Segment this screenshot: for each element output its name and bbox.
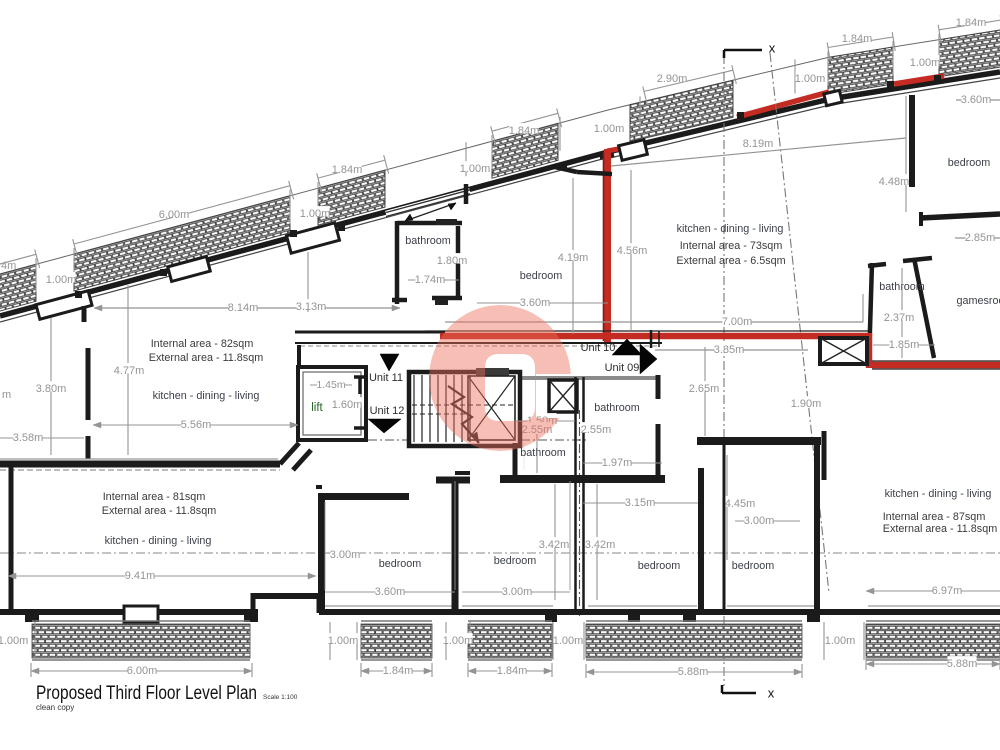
svg-text:bathroom: bathroom <box>405 235 451 247</box>
svg-text:8.19m: 8.19m <box>743 138 774 150</box>
svg-text:1.74m: 1.74m <box>415 274 446 286</box>
svg-text:1.84m: 1.84m <box>509 125 540 137</box>
svg-text:5.56m: 5.56m <box>181 419 212 431</box>
svg-text:8.14m: 8.14m <box>228 302 259 314</box>
svg-text:1.00m: 1.00m <box>300 208 331 220</box>
svg-text:clean copy: clean copy <box>36 703 74 712</box>
svg-text:1.00m: 1.00m <box>553 635 584 647</box>
svg-text:1.00m: 1.00m <box>328 635 359 647</box>
svg-text:gamesroom: gamesroom <box>956 295 1000 307</box>
svg-text:5.88m: 5.88m <box>947 658 978 670</box>
svg-text:Unit 10: Unit 10 <box>581 342 616 354</box>
svg-text:Unit 11: Unit 11 <box>369 372 403 384</box>
svg-text:1.45m: 1.45m <box>316 379 345 391</box>
svg-text:1.00m: 1.00m <box>460 163 491 175</box>
svg-text:1.84m: 1.84m <box>497 665 528 677</box>
svg-text:3.58m: 3.58m <box>13 432 44 444</box>
svg-text:4.45m: 4.45m <box>725 498 756 510</box>
svg-text:kitchen - dining - living: kitchen - dining - living <box>105 535 212 547</box>
svg-text:1.80m: 1.80m <box>437 255 468 267</box>
svg-text:3.60m: 3.60m <box>520 297 551 309</box>
svg-text:External area - 11.8sqm: External area - 11.8sqm <box>883 523 997 535</box>
svg-text:x: x <box>769 40 776 55</box>
svg-text:bedroom: bedroom <box>494 555 537 567</box>
svg-text:3.00m: 3.00m <box>502 586 533 598</box>
svg-text:3.85m: 3.85m <box>714 344 745 356</box>
svg-text:bedroom: bedroom <box>379 558 422 570</box>
svg-text:3.60m: 3.60m <box>375 586 406 598</box>
svg-text:1.85m: 1.85m <box>889 339 920 351</box>
svg-text:1.84m: 1.84m <box>383 665 414 677</box>
svg-text:External area - 11.8sqm: External area - 11.8sqm <box>149 352 263 364</box>
svg-text:lift: lift <box>311 402 323 414</box>
svg-text:3.42m: 3.42m <box>539 539 570 551</box>
svg-text:External area - 6.5sqm: External area - 6.5sqm <box>676 255 785 267</box>
svg-text:9.41m: 9.41m <box>125 570 156 582</box>
svg-text:4m: 4m <box>1 260 16 272</box>
svg-text:4.77m: 4.77m <box>114 365 145 377</box>
svg-text:3.15m: 3.15m <box>625 497 656 509</box>
svg-text:3.80m: 3.80m <box>36 383 67 395</box>
svg-text:2.90m: 2.90m <box>657 73 688 85</box>
svg-text:1.84m: 1.84m <box>842 33 873 45</box>
svg-text:External area - 11.8sqm: External area - 11.8sqm <box>102 505 216 517</box>
svg-text:Internal area - 82sqm: Internal area - 82sqm <box>151 338 254 350</box>
svg-text:1.00m: 1.00m <box>0 635 28 647</box>
svg-text:1.00m: 1.00m <box>46 274 77 286</box>
svg-text:bedroom: bedroom <box>948 157 991 169</box>
svg-text:4.56m: 4.56m <box>617 245 648 257</box>
svg-text:Internal area - 73sqm: Internal area - 73sqm <box>680 240 783 252</box>
svg-text:bathroom: bathroom <box>594 402 640 414</box>
svg-text:2.85m: 2.85m <box>965 232 996 244</box>
svg-text:6.00m: 6.00m <box>159 209 190 221</box>
svg-text:Scale 1:100: Scale 1:100 <box>263 694 298 701</box>
svg-text:kitchen - dining - living: kitchen - dining - living <box>677 223 784 235</box>
svg-text:bedroom: bedroom <box>638 560 681 572</box>
svg-text:bathroom: bathroom <box>520 447 566 459</box>
svg-text:2.55m: 2.55m <box>581 424 612 436</box>
svg-text:kitchen - dining - living: kitchen - dining - living <box>885 488 992 500</box>
svg-text:x: x <box>768 685 775 700</box>
svg-text:1.00m: 1.00m <box>795 73 826 85</box>
svg-text:7.00m: 7.00m <box>722 316 753 328</box>
svg-text:Unit 12: Unit 12 <box>370 405 405 417</box>
svg-text:3.13m: 3.13m <box>296 301 327 313</box>
svg-text:bedroom: bedroom <box>732 560 775 572</box>
svg-text:kitchen - dining - living: kitchen - dining - living <box>153 390 260 402</box>
svg-text:4.48m: 4.48m <box>879 176 910 188</box>
svg-text:1.60m: 1.60m <box>332 399 363 411</box>
svg-text:Internal area - 87sqm: Internal area - 87sqm <box>883 511 986 523</box>
svg-text:Proposed Third Floor Level Pla: Proposed Third Floor Level Plan <box>36 683 257 704</box>
svg-text:1.97m: 1.97m <box>602 457 633 469</box>
svg-text:1.00m: 1.00m <box>594 123 625 135</box>
svg-text:1.00m: 1.00m <box>825 635 856 647</box>
svg-text:3.00m: 3.00m <box>744 515 775 527</box>
svg-text:5.88m: 5.88m <box>678 666 709 678</box>
svg-text:6.97m: 6.97m <box>932 585 963 597</box>
svg-text:3.60m: 3.60m <box>961 94 992 106</box>
svg-text:1.00m: 1.00m <box>910 57 941 69</box>
svg-text:3.00m: 3.00m <box>330 549 361 561</box>
svg-text:4.19m: 4.19m <box>558 252 589 264</box>
svg-text:1.90m: 1.90m <box>791 398 822 410</box>
svg-text:2.37m: 2.37m <box>884 312 915 324</box>
svg-text:3.42m: 3.42m <box>585 539 616 551</box>
svg-text:1.84m: 1.84m <box>332 164 363 176</box>
svg-text:1.00m: 1.00m <box>443 635 474 647</box>
svg-text:2.55m: 2.55m <box>522 424 553 436</box>
svg-text:6.00m: 6.00m <box>127 665 158 677</box>
svg-text:1.84m: 1.84m <box>956 17 987 29</box>
svg-text:bedroom: bedroom <box>520 270 563 282</box>
svg-text:2.65m: 2.65m <box>689 383 720 395</box>
svg-text:Internal area - 81sqm: Internal area - 81sqm <box>103 491 206 503</box>
svg-text:m: m <box>2 389 11 401</box>
svg-text:Unit 09: Unit 09 <box>605 362 640 374</box>
